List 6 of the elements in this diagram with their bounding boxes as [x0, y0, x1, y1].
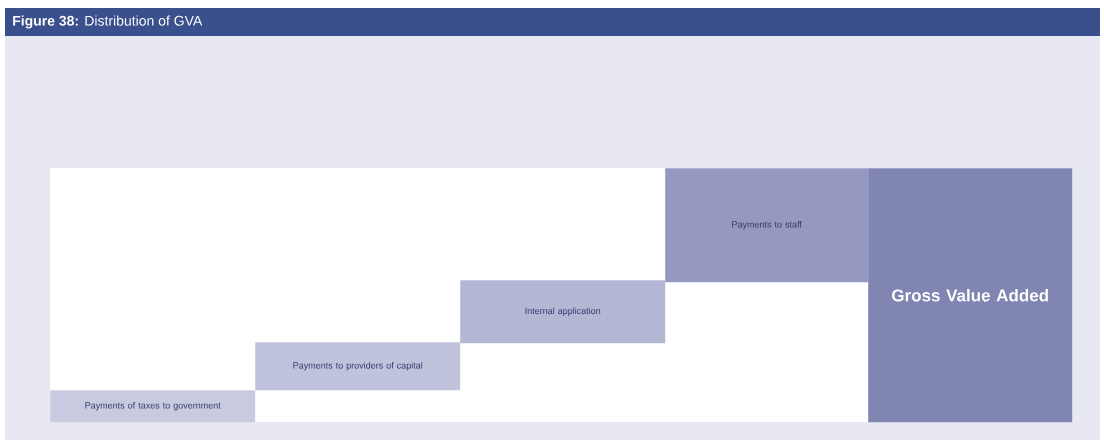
total-bar: Gross Value Added [868, 168, 1073, 423]
title-bar: Figure 38: Distribution of GVA [5, 8, 1100, 36]
step-bar: Payments of taxes to government [50, 390, 256, 423]
step-bar: Payments to providers of capital [255, 342, 461, 391]
step-bar: Internal application [460, 280, 666, 344]
step-bar: Payments to staff [665, 168, 869, 283]
